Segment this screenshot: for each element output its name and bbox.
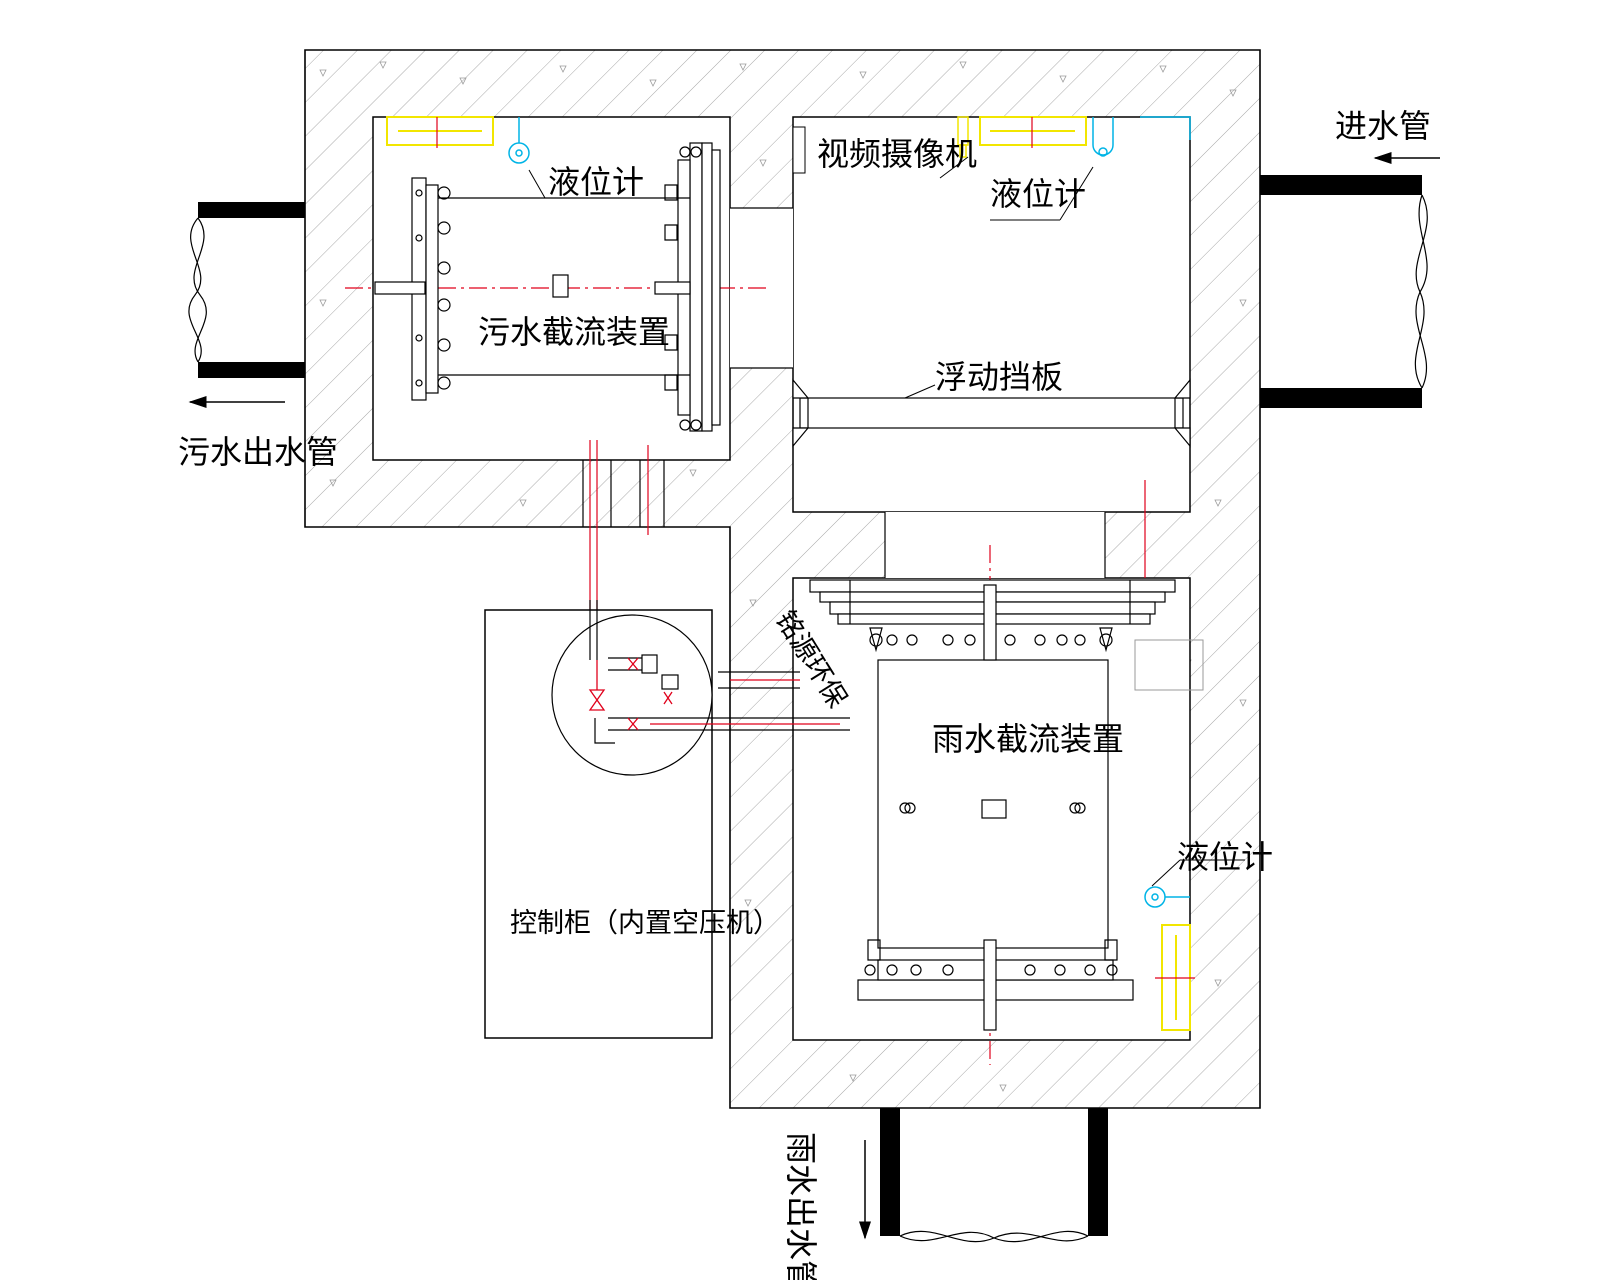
sewage-device-label: 污水截流装置	[478, 313, 670, 351]
valve-red	[588, 657, 840, 731]
valve-assembly	[589, 600, 850, 744]
inlet-chamber	[792, 116, 1191, 513]
ladder-sewage	[386, 116, 494, 146]
rain-outlet-pipe	[859, 1108, 1108, 1243]
valve-detail-circle	[551, 614, 713, 776]
sewage-outlet-pipe-label: 污水出水管	[178, 433, 338, 471]
floating-baffle	[792, 378, 1191, 448]
level-meter-top-label: 液位计	[990, 175, 1086, 213]
rain-device-label: 雨水截流装置	[932, 720, 1124, 758]
air-lines-sewage	[582, 460, 665, 527]
floating-baffle-label: 浮动挡板	[935, 358, 1063, 396]
control-cabinet-label: 控制柜（内置空压机）	[510, 908, 780, 939]
video-camera-label: 视频摄像机	[817, 135, 977, 173]
level-meter-right-label: 液位计	[1177, 838, 1273, 876]
video-camera-icon	[957, 116, 969, 158]
rain-outlet-pipe-label: 雨水出水管	[782, 1132, 820, 1280]
inlet-pipe	[1260, 152, 1440, 408]
inlet-pipe-label: 进水管	[1335, 107, 1431, 145]
rain-interception-device	[809, 545, 1176, 1065]
rain-chamber-hatch-box	[1134, 639, 1204, 691]
sewage-interception-device	[345, 142, 770, 432]
sewage-outlet-pipe	[188, 202, 305, 408]
level-meter-sewage-icon	[508, 117, 530, 164]
inlet-duct-icon	[1140, 116, 1191, 140]
level-meter-left-label: 液位计	[548, 163, 644, 201]
level-meter-inlet-icon	[1092, 117, 1114, 157]
level-meter-rain-icon	[1144, 886, 1190, 908]
